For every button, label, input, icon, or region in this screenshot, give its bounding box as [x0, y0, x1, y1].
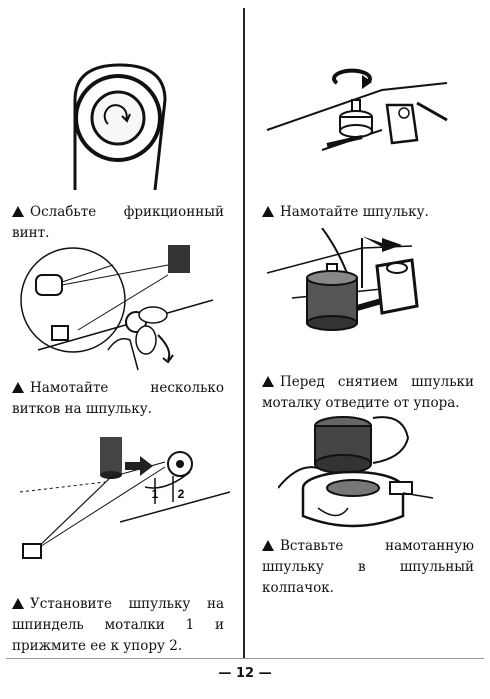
triangle-bullet-icon: [262, 376, 274, 387]
triangle-bullet-icon: [262, 206, 274, 217]
retract-winder-illustration: [266, 228, 419, 331]
spindle-label: 1: [152, 487, 159, 501]
caption-wind-bobbin: Намотайте шпульку.: [262, 202, 474, 223]
triangle-bullet-icon: [12, 598, 24, 609]
wind-bobbin-illustration: [266, 68, 448, 151]
caption-wind-turns: Намотайте несколько витков на шпульку.: [12, 380, 224, 417]
caption-place-bobbin: Установите шпульку на шпиндель моталки 1…: [12, 596, 224, 654]
insert-bobbin-illustration: [278, 416, 434, 528]
triangle-bullet-icon: [12, 206, 24, 217]
friction-screw-illustration: [73, 63, 167, 190]
column-divider: [243, 8, 245, 658]
triangle-bullet-icon: [262, 540, 274, 551]
triangle-bullet-icon: [12, 382, 24, 393]
footer-rule: [6, 658, 484, 659]
wind-turns-illustration: [20, 245, 214, 371]
caption-loosen-screw: Ослабьте фрикционный винт.: [12, 204, 224, 241]
caption-insert-bobbin: Вставьте намотанную шпульку в шпульный к…: [262, 538, 474, 596]
stop-label: 2: [178, 487, 185, 501]
page-number: — 12 —: [218, 666, 272, 681]
spindle-stop-illustration: 1 2: [19, 437, 230, 559]
caption-retract-winder: Перед снятием шпульки моталку отведите о…: [262, 374, 474, 411]
